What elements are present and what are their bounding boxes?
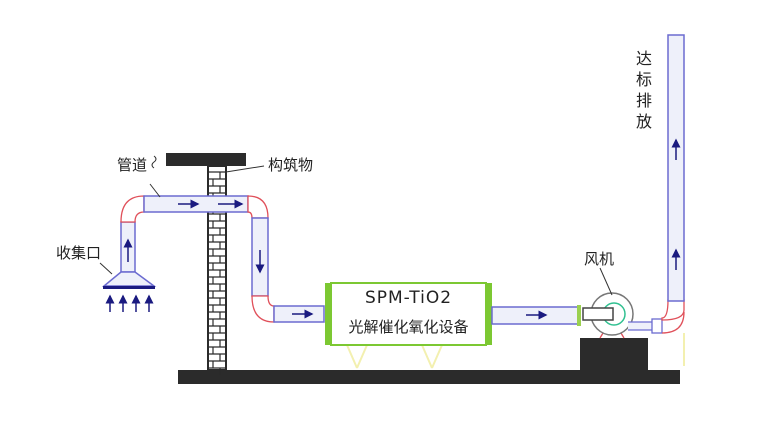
ground-slab [178, 370, 680, 384]
device-model: SPM-TiO2 [364, 288, 453, 308]
outlet-duct [491, 305, 581, 326]
label-collector: 收集口 [56, 244, 102, 262]
photocatalytic-device [325, 282, 492, 369]
device-name: 光解催化氧化设备 [348, 318, 469, 336]
label-duct: 管道 [117, 156, 148, 174]
collector-hood [101, 221, 157, 312]
building-wall [166, 153, 246, 375]
leader-lines [99, 155, 613, 296]
fan [580, 292, 663, 370]
duct [120, 195, 325, 323]
label-fan: 风机 [584, 250, 615, 268]
label-structure: 构筑物 [268, 156, 314, 174]
label-discharge: 达标排放 [636, 49, 653, 131]
exhaust-stack [661, 34, 685, 366]
